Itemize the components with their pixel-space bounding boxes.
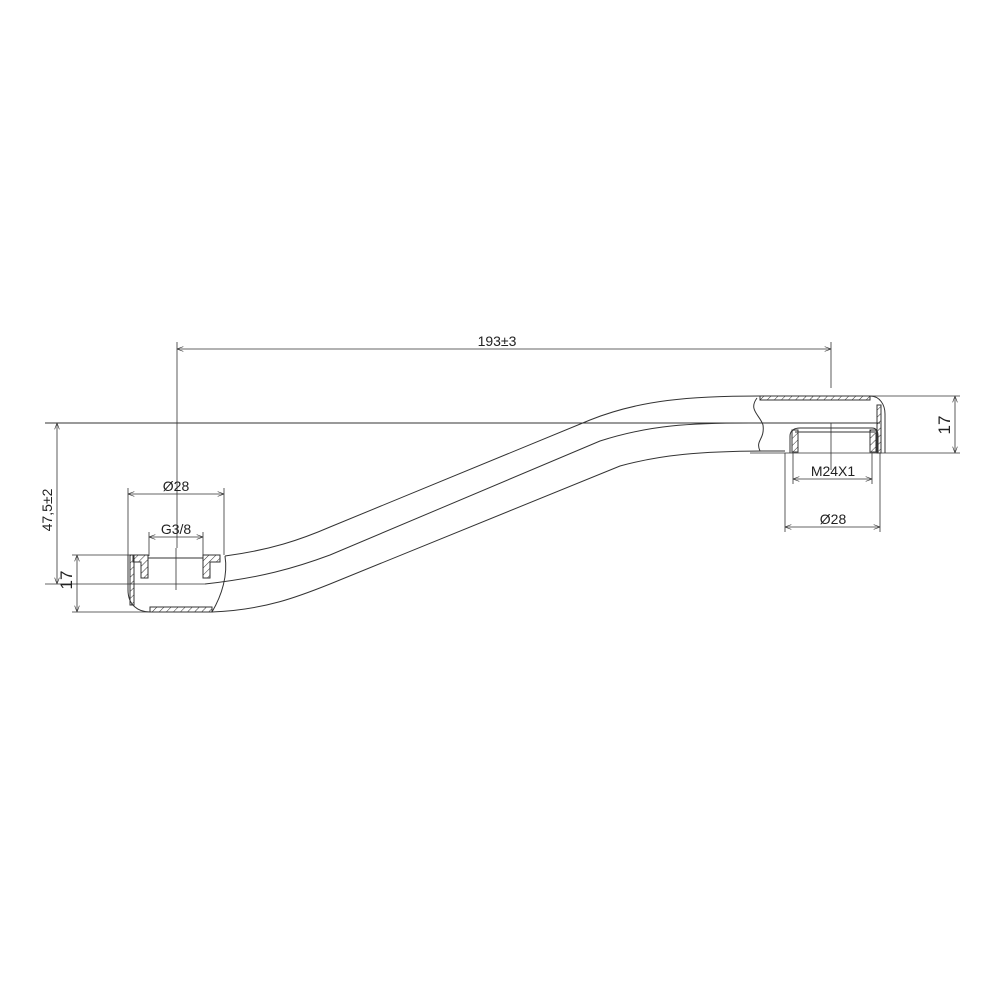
left-thread-dimension — [148, 532, 204, 556]
right-diameter-label: Ø28 — [820, 511, 847, 527]
length-dimension — [176, 342, 832, 548]
left-height-dimension — [72, 554, 150, 613]
height-label: 47,5±2 — [39, 488, 55, 531]
right-height-label: 17 — [935, 416, 954, 435]
right-height-dimension — [750, 395, 960, 454]
left-diameter-dimension — [127, 488, 225, 555]
right-fitting — [753, 395, 886, 470]
spout-body — [204, 395, 771, 613]
right-diameter-dimension — [784, 453, 881, 532]
right-thread-label: M24X1 — [811, 463, 856, 479]
left-height-label: 17 — [57, 571, 76, 590]
height-dimension — [45, 423, 205, 585]
length-label: 193±3 — [478, 333, 517, 349]
right-thread-dimension — [792, 453, 873, 484]
left-diameter-label: Ø28 — [163, 478, 190, 494]
left-fitting — [127, 548, 227, 613]
left-thread-label: G3/8 — [161, 521, 192, 537]
